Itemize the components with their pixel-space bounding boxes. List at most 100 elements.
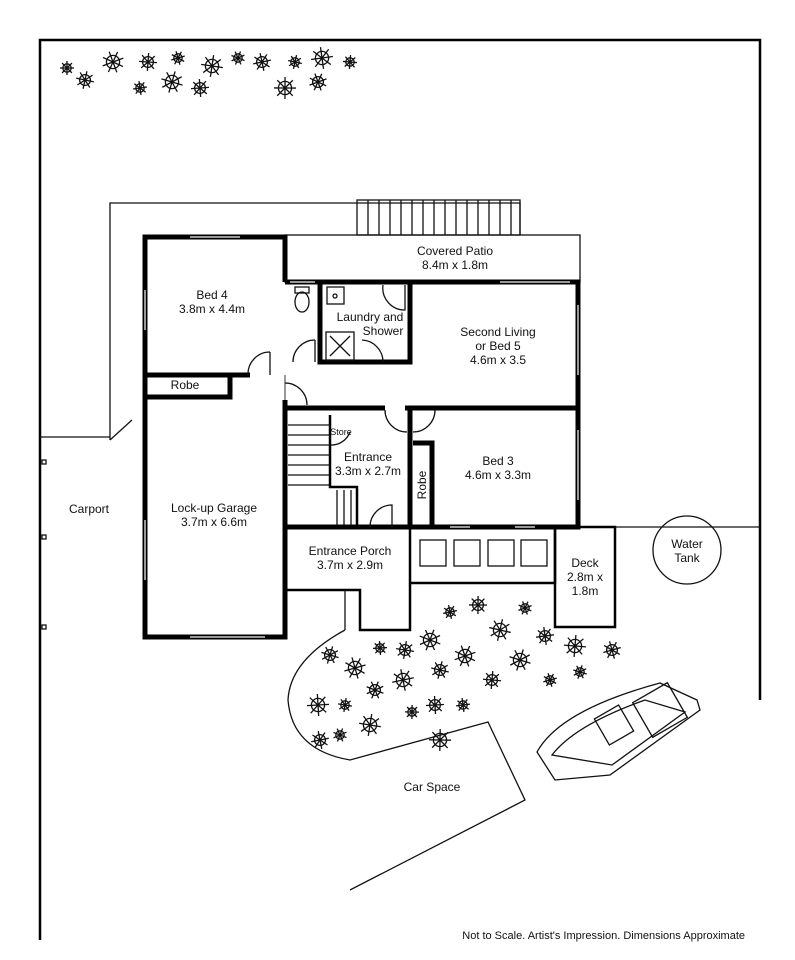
- plant-leaf: [107, 61, 114, 73]
- plant-leaf: [547, 673, 551, 681]
- laundry-label: Laundry and: [337, 310, 404, 324]
- plant-leaf: [611, 649, 621, 655]
- plant-leaf: [317, 704, 320, 717]
- plant-leaf: [339, 734, 347, 739]
- plant-leaf: [454, 655, 466, 661]
- plant-leaf: [432, 669, 441, 676]
- tank-label-2: Tank: [674, 551, 700, 565]
- plant-leaf: [431, 739, 441, 749]
- plant-leaf: [147, 61, 158, 64]
- plant-leaf: [175, 51, 179, 59]
- plant-leaf: [544, 635, 547, 646]
- plant-leaf: [457, 700, 464, 706]
- plant-icon: [573, 665, 587, 679]
- plant-icon: [253, 53, 271, 71]
- plant-leaf: [319, 737, 329, 741]
- deck-label: Deck: [571, 556, 599, 570]
- patio-label: Covered Patio: [417, 244, 493, 258]
- plant-leaf: [363, 715, 371, 726]
- plant-leaf: [294, 61, 302, 65]
- plant-leaf: [314, 739, 321, 748]
- plant-leaf: [516, 659, 521, 671]
- plant-icon: [344, 657, 366, 679]
- plant-leaf: [139, 86, 148, 89]
- plant-leaf: [82, 79, 86, 89]
- car-space: [287, 629, 526, 891]
- plant-icon: [171, 51, 185, 65]
- plant-leaf: [333, 734, 341, 739]
- plant-leaf: [321, 651, 331, 656]
- plant-icon: [190, 78, 210, 98]
- plant-leaf: [314, 73, 319, 83]
- plant-leaf: [399, 642, 406, 651]
- plant-leaf: [490, 629, 501, 637]
- plant-leaf: [325, 646, 331, 656]
- plant-leaf: [427, 698, 436, 706]
- plant-leaf: [253, 61, 263, 65]
- plant-leaf: [284, 87, 294, 97]
- plant-leaf: [317, 81, 327, 87]
- garden-plants: [60, 47, 621, 752]
- plant-leaf: [256, 61, 263, 70]
- plant-leaf: [317, 78, 327, 83]
- plant-icon: [425, 695, 445, 715]
- plant-leaf: [509, 659, 521, 666]
- plant-leaf: [402, 679, 413, 687]
- plant-leaf: [147, 52, 150, 63]
- plant-leaf: [429, 639, 441, 645]
- plant-leaf: [574, 645, 587, 648]
- store-label: Store: [330, 427, 352, 437]
- plant-leaf: [411, 711, 418, 718]
- plant-leaf: [464, 645, 471, 657]
- plant-leaf: [79, 72, 86, 81]
- plant-icon: [455, 697, 471, 713]
- bed3-robe-label: Robe: [415, 470, 429, 499]
- plant-icon: [273, 76, 297, 100]
- plant-leaf: [135, 87, 141, 94]
- plant-leaf: [429, 639, 436, 651]
- plant-leaf: [374, 689, 384, 694]
- plant-leaf: [321, 654, 331, 660]
- plant-leaf: [199, 86, 210, 89]
- plant-leaf: [459, 655, 466, 667]
- plant-leaf: [445, 611, 451, 619]
- plant-leaf: [392, 679, 404, 683]
- plant-leaf: [198, 78, 201, 89]
- plant-leaf: [360, 724, 371, 732]
- tank-label: Water: [671, 537, 703, 551]
- plant-leaf: [374, 681, 379, 691]
- plant-leaf: [425, 639, 431, 651]
- plant-leaf: [576, 665, 581, 673]
- plant-leaf: [524, 601, 529, 609]
- plant-leaf: [319, 732, 326, 741]
- entrance-label: Entrance: [344, 450, 392, 464]
- plant-leaf: [276, 87, 286, 97]
- plant-icon: [396, 641, 414, 659]
- doors: [247, 284, 436, 528]
- plant-leaf: [66, 62, 73, 69]
- plant-leaf: [317, 696, 326, 706]
- plant-leaf: [317, 704, 327, 713]
- plant-leaf: [374, 689, 380, 699]
- internal-stairs: [288, 424, 352, 525]
- plant-leaf: [102, 61, 114, 67]
- plant-leaf: [499, 629, 507, 640]
- plant-leaf: [499, 629, 511, 634]
- plant-leaf: [344, 61, 351, 68]
- sink-icon: [326, 286, 345, 305]
- plant-leaf: [294, 57, 302, 63]
- plant-leaf: [518, 607, 526, 611]
- plant-leaf: [259, 53, 263, 63]
- plant-leaf: [231, 57, 239, 62]
- plant-leaf: [84, 79, 94, 83]
- plant-leaf: [171, 81, 183, 86]
- bed4-size: 3.8m x 4.4m: [179, 302, 245, 316]
- plant-icon: [337, 697, 353, 713]
- plant-leaf: [348, 61, 351, 70]
- plant-leaf: [139, 87, 146, 93]
- plant-leaf: [321, 48, 330, 59]
- plant-leaf: [402, 679, 406, 691]
- plant-leaf: [317, 731, 321, 741]
- plant-leaf: [171, 71, 176, 83]
- plant-leaf: [294, 55, 298, 63]
